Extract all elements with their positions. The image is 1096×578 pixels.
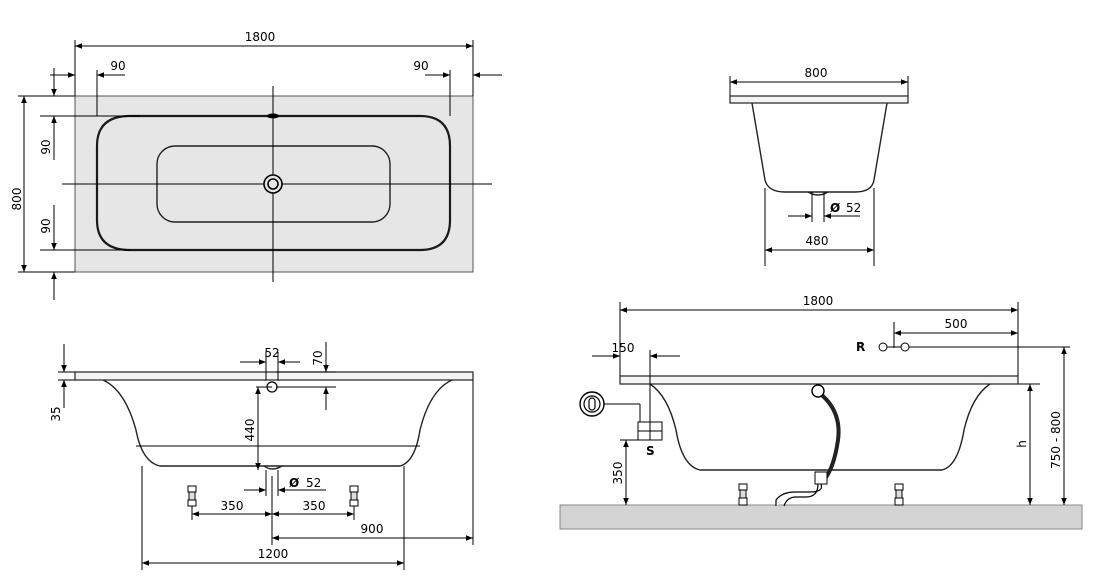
dim-install-waste-height: 350 [611,462,625,485]
drain-icon [263,174,283,194]
label-s: S [646,444,655,458]
install-foot-left-icon [738,483,748,506]
dim-end-bottom: 480 [806,234,829,248]
dim-front-drain-symbol: Ø [289,476,299,490]
dim-front-drain-height: 440 [243,419,257,442]
faucet-r-icon [878,342,888,352]
end-drain [807,191,829,196]
end-tub-body [751,102,888,193]
dim-install-waste-offset: 150 [612,341,635,355]
dim-front-rim-offset: 70 [311,350,325,365]
floor [559,504,1083,530]
dim-end-drain: 52 [846,201,861,215]
dim-top-offset-upper: 90 [39,139,53,154]
faucet-r2-icon [900,342,910,352]
dim-front-drain-diameter: 52 [306,476,321,490]
foot-left-icon [187,485,197,507]
overflow-icon [267,113,279,119]
dim-top-right-offset: 90 [413,59,428,73]
end-view: 800 Ø 52 480 [729,66,909,266]
dim-install-length: 1800 [803,294,834,308]
end-rim [729,95,909,104]
install-rim [619,375,1019,385]
dim-front-bottom-length: 1200 [258,547,289,561]
waste-control-icon [579,391,605,417]
dim-top-left-offset: 90 [110,59,125,73]
dim-install-faucet-offset: 500 [945,317,968,331]
dim-install-h: h [1015,440,1029,448]
top-view: 1800 90 90 800 90 90 [10,30,502,300]
siphon-icon [775,483,823,506]
front-view: 52 70 35 440 Ø 52 350 350 90 [49,342,474,570]
dim-top-offset-lower: 90 [39,218,53,233]
dim-top-width: 1800 [245,30,276,44]
label-r: R [856,340,865,354]
dim-front-foot-left: 350 [221,499,244,513]
dim-front-rim-thickness: 35 [49,406,63,421]
dim-front-half-length: 900 [361,522,384,536]
dim-front-foot-right: 350 [303,499,326,513]
install-foot-right-icon [894,483,904,506]
dim-top-depth: 800 [10,188,24,211]
front-drain [263,465,283,470]
install-tub-body [649,383,991,471]
foot-right-icon [349,485,359,507]
waste-hose [816,390,841,482]
dim-end-drain-symbol: Ø [830,201,840,215]
front-rim [74,371,474,381]
tub-inner-basin [95,114,452,252]
dim-end-width: 800 [805,66,828,80]
overflow-fitting-icon [811,384,825,398]
install-view: 1800 500 R 150 S 350 h [559,294,1083,530]
dim-front-drain-width: 52 [264,346,279,360]
dim-install-height-range: 750 - 800 [1049,411,1063,469]
front-tub-body [102,379,453,467]
